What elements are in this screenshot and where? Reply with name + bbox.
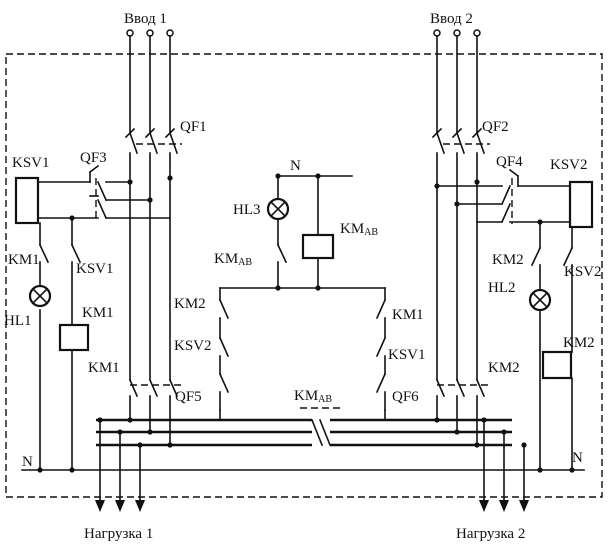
ksv1-center-label: KSV1 (388, 347, 426, 363)
right-center-branch (375, 287, 387, 411)
km-ab-coil-label: KMАВ (340, 221, 378, 238)
load-2-outputs (479, 417, 529, 512)
neutral-label-left: N (22, 454, 33, 470)
left-control-circuit (38, 215, 82, 471)
ksv2-label: KSV2 (550, 157, 588, 173)
input-1-feeder (126, 29, 174, 134)
coil-km-ab (301, 175, 335, 289)
km2-center-label: KM2 (174, 296, 206, 312)
lamp-hl1 (28, 284, 52, 308)
coil-km1 (58, 323, 90, 352)
hl2-label: HL2 (488, 280, 516, 296)
load-1-outputs (95, 417, 145, 512)
load-2-label: Нагрузка 2 (456, 526, 525, 542)
load-1-label: Нагрузка 1 (84, 526, 153, 542)
qf5-label: QF5 (175, 389, 202, 405)
qf2-label: QF2 (482, 119, 509, 135)
right-control-circuit (530, 219, 574, 471)
ksv2-contact-label: KSV2 (564, 264, 602, 280)
km-ab-tie-label: KMАВ (294, 388, 332, 405)
ksv1-contact-label: KSV1 (76, 261, 114, 277)
km1-contact-label-left: KM1 (8, 252, 40, 268)
neutral-label-right: N (572, 450, 583, 466)
hl1-label: HL1 (4, 313, 32, 329)
ksv2-center-label: KSV2 (174, 338, 212, 354)
relay-ksv1-block (14, 164, 173, 225)
breaker-qf1 (124, 127, 182, 381)
km2-contact-label-right: KM2 (492, 252, 524, 268)
input-2-label: Ввод 2 (430, 11, 473, 27)
km2-coil-label: KM2 (563, 335, 595, 351)
qf4-label: QF4 (496, 154, 523, 170)
center-bus (219, 285, 386, 291)
qf6-label: QF6 (392, 389, 419, 405)
input-2-feeder (433, 29, 481, 134)
km1-center-label: KM1 (392, 307, 424, 323)
lamp-hl3 (266, 175, 290, 289)
breaker-qf2 (431, 127, 490, 381)
contactor-km1-main (128, 378, 184, 446)
km1-main-label: KM1 (88, 360, 120, 376)
contactor-km2-main (435, 378, 492, 446)
center-neutral-line (275, 173, 353, 179)
qf1-label: QF1 (180, 119, 207, 135)
coil-km2 (541, 350, 573, 380)
km1-coil-label: KM1 (82, 305, 114, 321)
hl3-label: HL3 (233, 202, 261, 218)
left-center-branch (218, 287, 230, 411)
km-ab-contact-label: KMАВ (214, 251, 252, 268)
neutral-label-center: N (290, 158, 301, 174)
bus-system (96, 407, 512, 448)
relay-ksv2-block (434, 168, 594, 229)
km2-main-label: KM2 (488, 360, 520, 376)
input-1-label: Ввод 1 (124, 11, 167, 27)
lamp-hl2 (528, 288, 552, 312)
qf3-label: QF3 (80, 150, 107, 166)
ksv1-label: KSV1 (12, 155, 50, 171)
neutral-bus (21, 467, 585, 473)
enclosure-boundary (5, 53, 603, 498)
